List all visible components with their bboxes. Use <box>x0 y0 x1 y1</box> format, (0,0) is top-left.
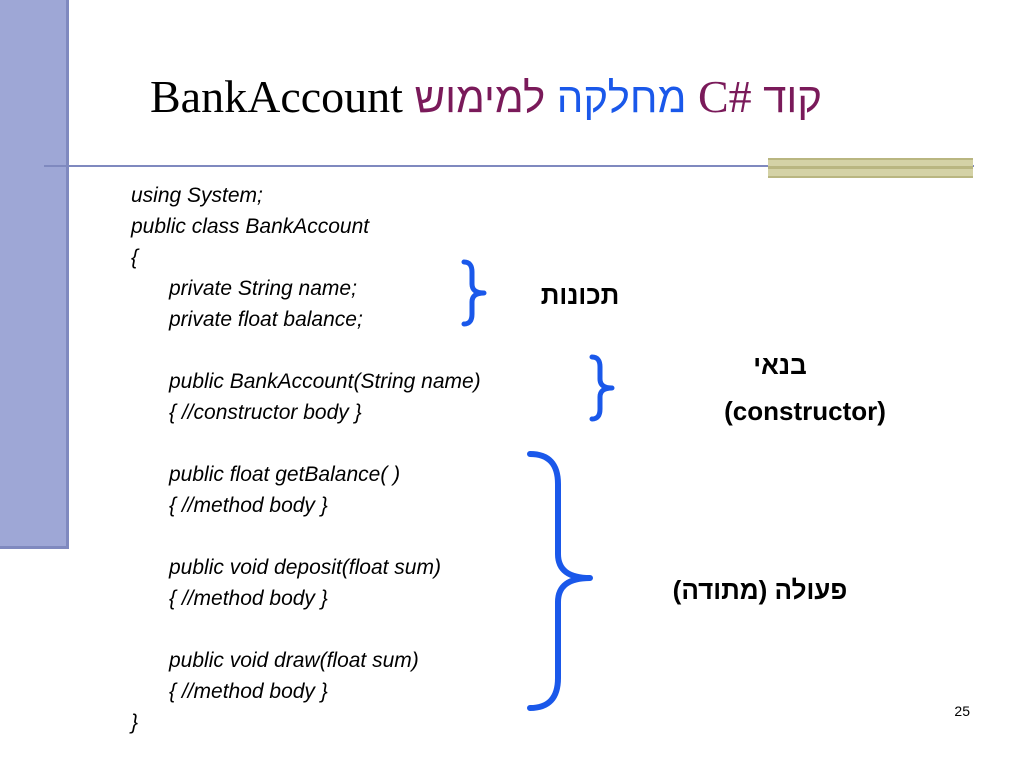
title-hebrew-class: מחלקה <box>556 74 687 121</box>
code-line: public void deposit(float sum) <box>169 556 441 579</box>
left-decorative-bar <box>0 0 69 549</box>
title-hebrew-code: קוד <box>763 74 823 121</box>
title-divider <box>44 165 974 167</box>
code-line: public BankAccount(String name) <box>169 370 481 393</box>
properties-brace <box>461 259 487 327</box>
title-csharp: C# <box>697 71 752 122</box>
code-block: using System; public class BankAccount { pr… <box>131 180 481 738</box>
code-line: { //method body } <box>169 494 328 517</box>
code-line: private String name; <box>169 277 357 300</box>
code-line: using System; <box>131 184 263 207</box>
constructor-label-hebrew: בנאי <box>753 350 807 380</box>
code-line: public void draw(float sum) <box>169 649 419 672</box>
accent-block <box>768 158 973 178</box>
code-line: private float balance; <box>169 308 363 331</box>
code-line: { //method body } <box>169 587 328 610</box>
page-number: 25 <box>954 703 970 719</box>
slide-title: BankAccount מחלקה למימוש C# קוד <box>150 70 950 123</box>
title-latin: BankAccount <box>150 71 403 122</box>
code-line: { //method body } <box>169 680 328 703</box>
code-line: { <box>131 246 139 269</box>
code-line: public float getBalance( ) <box>169 463 401 486</box>
title-hebrew-implementation: למימוש <box>414 74 546 121</box>
methods-brace <box>527 451 593 711</box>
code-line <box>131 521 481 552</box>
code-line <box>131 614 481 645</box>
code-line <box>131 428 481 459</box>
code-line <box>131 335 481 366</box>
constructor-label-english: (constructor) <box>724 396 886 426</box>
constructor-brace <box>589 354 615 422</box>
code-line: public class BankAccount <box>131 215 370 238</box>
method-label: פעולה (מתודה) <box>672 575 848 605</box>
properties-label: תכונות <box>540 280 620 310</box>
code-line: { //constructor body } <box>169 401 362 424</box>
code-line: } <box>131 711 139 734</box>
